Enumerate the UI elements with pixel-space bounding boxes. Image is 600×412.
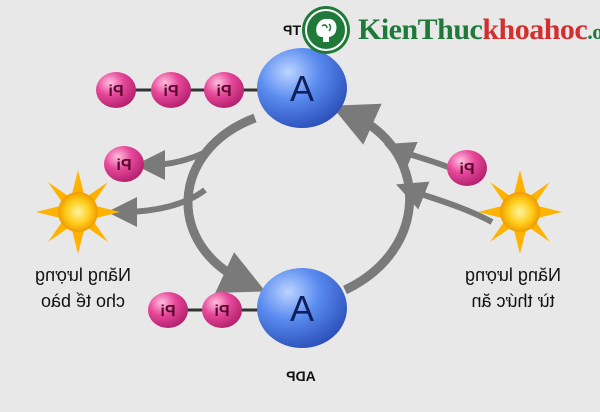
watermark-text: KienThuckhoahoc.org <box>358 13 600 47</box>
adenosine-atp: A <box>257 48 347 128</box>
pi-label: Pi <box>163 83 178 100</box>
pi-label: Pi <box>108 83 123 100</box>
phosphate-atp-2: Pi <box>151 72 191 108</box>
phosphate-adp-1: Pi <box>148 292 188 328</box>
label-energy-right-line1: Năng lượng <box>465 265 561 285</box>
cycle-arrow-left <box>183 113 266 293</box>
pi-label: Pi <box>160 303 175 320</box>
pi-label: Pi <box>116 157 131 174</box>
watermark-part1: KienThuc <box>358 13 483 46</box>
pi-label: Pi <box>459 161 474 178</box>
adenosine-label: A <box>290 288 314 329</box>
adenosine-label: A <box>290 68 314 109</box>
pi-label: Pi <box>214 303 229 320</box>
release-energy-arrow <box>107 187 207 227</box>
adenosine-adp: A <box>257 268 347 348</box>
input-pi-arrow <box>384 141 450 170</box>
input-energy-arrow <box>396 181 494 225</box>
phosphate-released: Pi <box>104 146 144 182</box>
label-energy-right: Năng lượng từ thức ăn <box>448 262 578 314</box>
phosphate-adp-2: Pi <box>202 292 242 328</box>
cycle-arrow-right <box>331 103 415 295</box>
label-adp: ADP <box>286 368 316 384</box>
phosphate-atp-3: Pi <box>204 72 244 108</box>
watermark-part2: khoahoc <box>482 13 588 46</box>
phosphate-incoming: Pi <box>447 150 487 186</box>
label-energy-right-line2: từ thức ăn <box>471 291 555 311</box>
label-energy-left-line1: Năng lượng <box>35 265 131 285</box>
watermark-part3: .org <box>587 19 600 44</box>
sun-icon-left <box>36 170 120 254</box>
label-energy-left-line2: cho tế bào <box>40 291 126 311</box>
label-energy-left: Năng lượng cho tế bào <box>18 262 148 314</box>
watermark: KienThuckhoahoc.org <box>300 2 600 58</box>
sun-icon-right <box>478 170 562 254</box>
pi-label: Pi <box>216 83 231 100</box>
label-atp: TP <box>283 22 301 38</box>
phosphate-atp-1: Pi <box>96 72 136 108</box>
brain-logo-icon <box>302 6 350 54</box>
release-pi-arrow <box>135 147 212 180</box>
